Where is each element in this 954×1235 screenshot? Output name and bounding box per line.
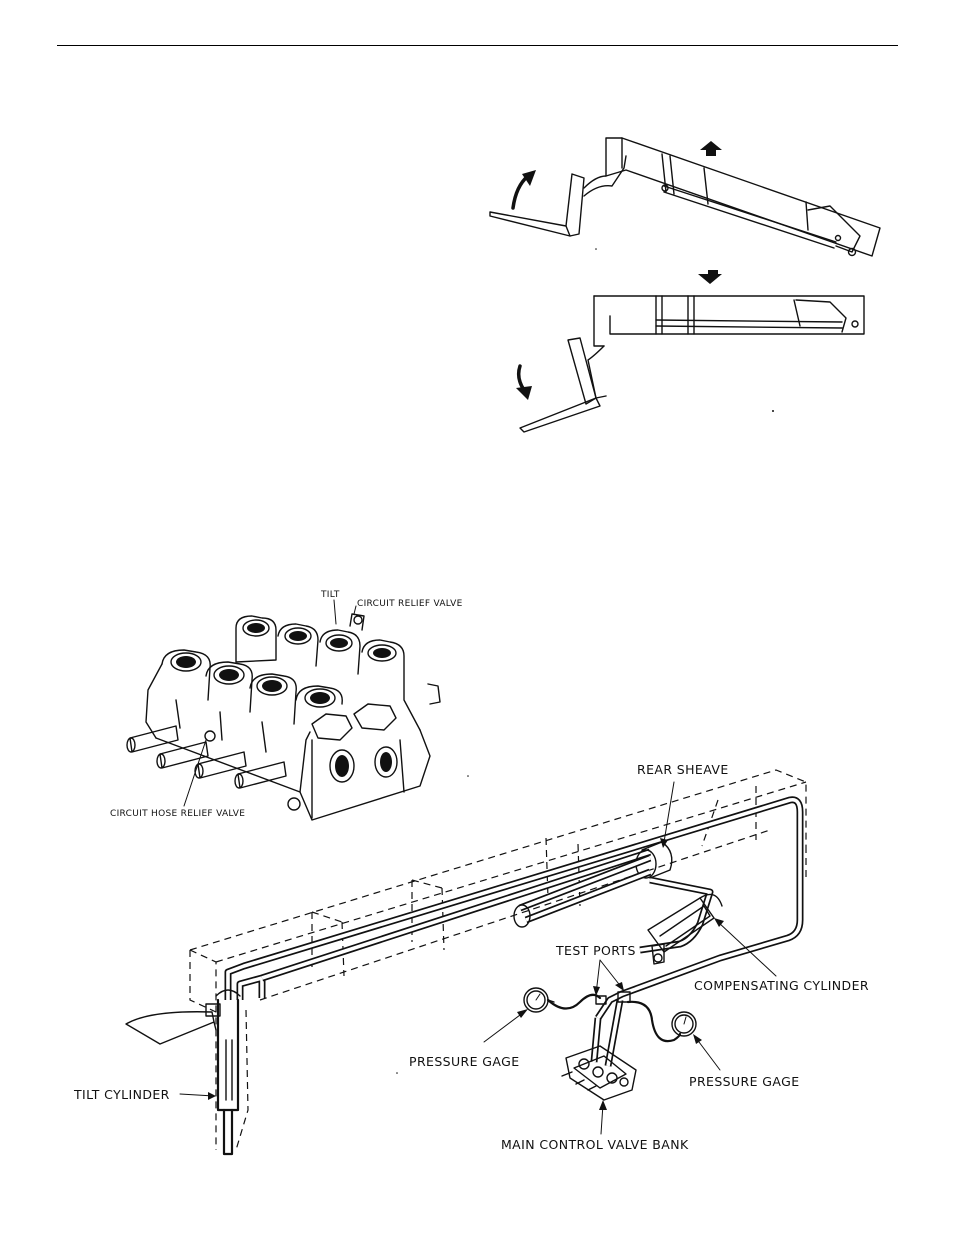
boom-tilt-down-figure (516, 248, 865, 433)
rear-sheave-label: REAR SHEAVE (637, 762, 729, 777)
boom-hydraulic-schematic (125, 769, 807, 1156)
control-valve-bank-drawing (126, 599, 441, 821)
tilt-label: TILT (320, 590, 340, 600)
curved-arrow-up-icon (511, 174, 530, 210)
boom-tilt-up-figure (489, 137, 881, 257)
compensating-cylinder-label: COMPENSATING CYLINDER (694, 978, 869, 993)
page-top-rule (57, 45, 898, 46)
pressure-gage-right-label: PRESSURE GAGE (689, 1074, 800, 1089)
tilt-cylinder-label: TILT CYLINDER (73, 1087, 170, 1102)
arrow-up-icon (700, 141, 722, 156)
circuit-hose-relief-valve-label: CIRCUIT HOSE RELIEF VALVE (110, 809, 245, 819)
curved-arrow-down-icon (516, 364, 526, 392)
main-control-valve-bank-label: MAIN CONTROL VALVE BANK (501, 1137, 689, 1152)
circuit-relief-valve-label: CIRCUIT RELIEF VALVE (357, 599, 463, 609)
pressure-gage-left-label: PRESSURE GAGE (409, 1054, 520, 1069)
arrow-down-icon (698, 270, 722, 284)
test-ports-label: TEST PORTS (555, 943, 636, 958)
